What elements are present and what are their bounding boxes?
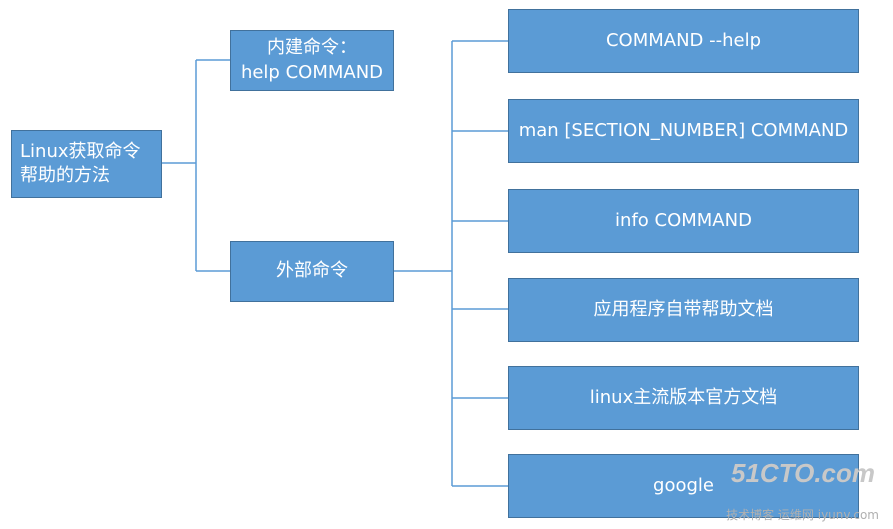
root-node: Linux获取命令 帮助的方法 xyxy=(11,130,162,198)
external-item-info: info COMMAND xyxy=(508,189,859,253)
external-item-label: COMMAND --help xyxy=(605,29,762,51)
root-node-label: Linux获取命令 帮助的方法 xyxy=(20,140,141,186)
builtin-command-label: 内建命令： help COMMAND xyxy=(240,37,384,83)
external-item-label: 应用程序自带帮助文档 xyxy=(593,298,774,320)
external-command-node: 外部命令 xyxy=(230,241,394,302)
watermark-subtext: 技术博客 运维网 iyunv.com xyxy=(726,508,879,522)
external-item-label: linux主流版本官方文档 xyxy=(589,386,778,408)
external-item-distro-docs: linux主流版本官方文档 xyxy=(508,366,859,430)
builtin-command-node: 内建命令： help COMMAND xyxy=(230,30,394,91)
external-item-man: man [SECTION_NUMBER] COMMAND xyxy=(508,99,859,163)
external-item-label: info COMMAND xyxy=(615,209,752,231)
external-item-label: google xyxy=(653,474,714,496)
external-item-label: man [SECTION_NUMBER] COMMAND xyxy=(518,119,849,141)
external-item-command-help: COMMAND --help xyxy=(508,9,859,73)
watermark-logo: 51CTO.com xyxy=(730,458,875,488)
external-item-app-docs: 应用程序自带帮助文档 xyxy=(508,278,859,342)
external-item-google: google xyxy=(508,454,859,518)
external-command-label: 外部命令 xyxy=(276,260,348,282)
